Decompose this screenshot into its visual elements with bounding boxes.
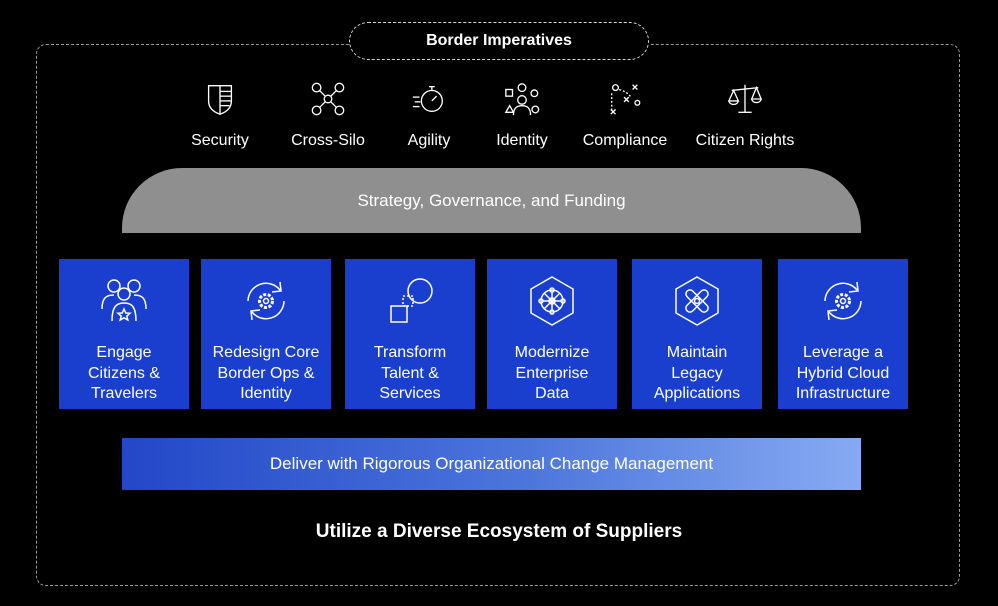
pillar-label: Leverage a Hybrid Cloud Infrastructure [795, 344, 891, 402]
strategy-play-icon [610, 84, 641, 115]
change-management-label: Deliver with Rigorous Organizational Cha… [269, 454, 714, 473]
imperative-cross-silo: Cross-Silo [263, 80, 393, 150]
imperative-label: Agility [407, 132, 451, 149]
imperative-compliance: Compliance [560, 80, 690, 150]
imperative-security: Security [155, 80, 285, 150]
pillar-label: Maintain Legacy Applications [653, 344, 741, 402]
transform-icon [390, 278, 433, 323]
identity-icon [504, 83, 540, 116]
strategy-band: Strategy, Governance, and Funding [122, 168, 861, 233]
pillar-label: Transform Talent & Services [373, 344, 447, 402]
pillar-hybrid-cloud: Leverage a Hybrid Cloud Infrastructure [778, 259, 908, 409]
pillar-label: Engage Citizens & Travelers [87, 344, 161, 402]
shield-icon [207, 85, 233, 115]
imperative-citizen-rights: Citizen Rights [680, 80, 810, 150]
pillar-maintain-legacy: Maintain Legacy Applications [632, 259, 762, 409]
gear-cycle-icon [247, 281, 285, 321]
tools-hexagon-icon [675, 276, 719, 326]
pillar-label: Redesign Core Border Ops & Identity [212, 344, 320, 402]
ecosystem-label: Utilize a Diverse Ecosystem of Suppliers [315, 521, 683, 542]
pillar-label: Modernize Enterprise Data [514, 344, 590, 402]
stopwatch-icon [412, 85, 443, 113]
scales-icon [727, 84, 763, 113]
imperative-label: Citizen Rights [695, 132, 795, 149]
pillar-transform-talent: Transform Talent & Services [345, 259, 475, 409]
data-hexagon-icon [530, 276, 574, 326]
pillar-modernize-data: Modernize Enterprise Data [487, 259, 617, 409]
imperative-label: Compliance [582, 132, 668, 149]
imperative-label: Cross-Silo [291, 132, 365, 149]
people-star-icon [101, 279, 147, 322]
strategy-label: Strategy, Governance, and Funding [357, 190, 626, 210]
pillar-redesign-core: Redesign Core Border Ops & Identity [201, 259, 331, 409]
imperative-identity: Identity [457, 80, 587, 150]
change-management-bar: Deliver with Rigorous Organizational Cha… [122, 438, 861, 490]
page-title: Border Imperatives [349, 22, 649, 60]
imperative-label: Identity [496, 132, 548, 149]
imperative-label: Security [191, 132, 249, 149]
network-icon [311, 82, 345, 116]
pillar-engage-citizens: Engage Citizens & Travelers [59, 259, 189, 409]
gear-cycle-icon [824, 281, 862, 321]
imperative-agility: Agility [364, 80, 494, 150]
